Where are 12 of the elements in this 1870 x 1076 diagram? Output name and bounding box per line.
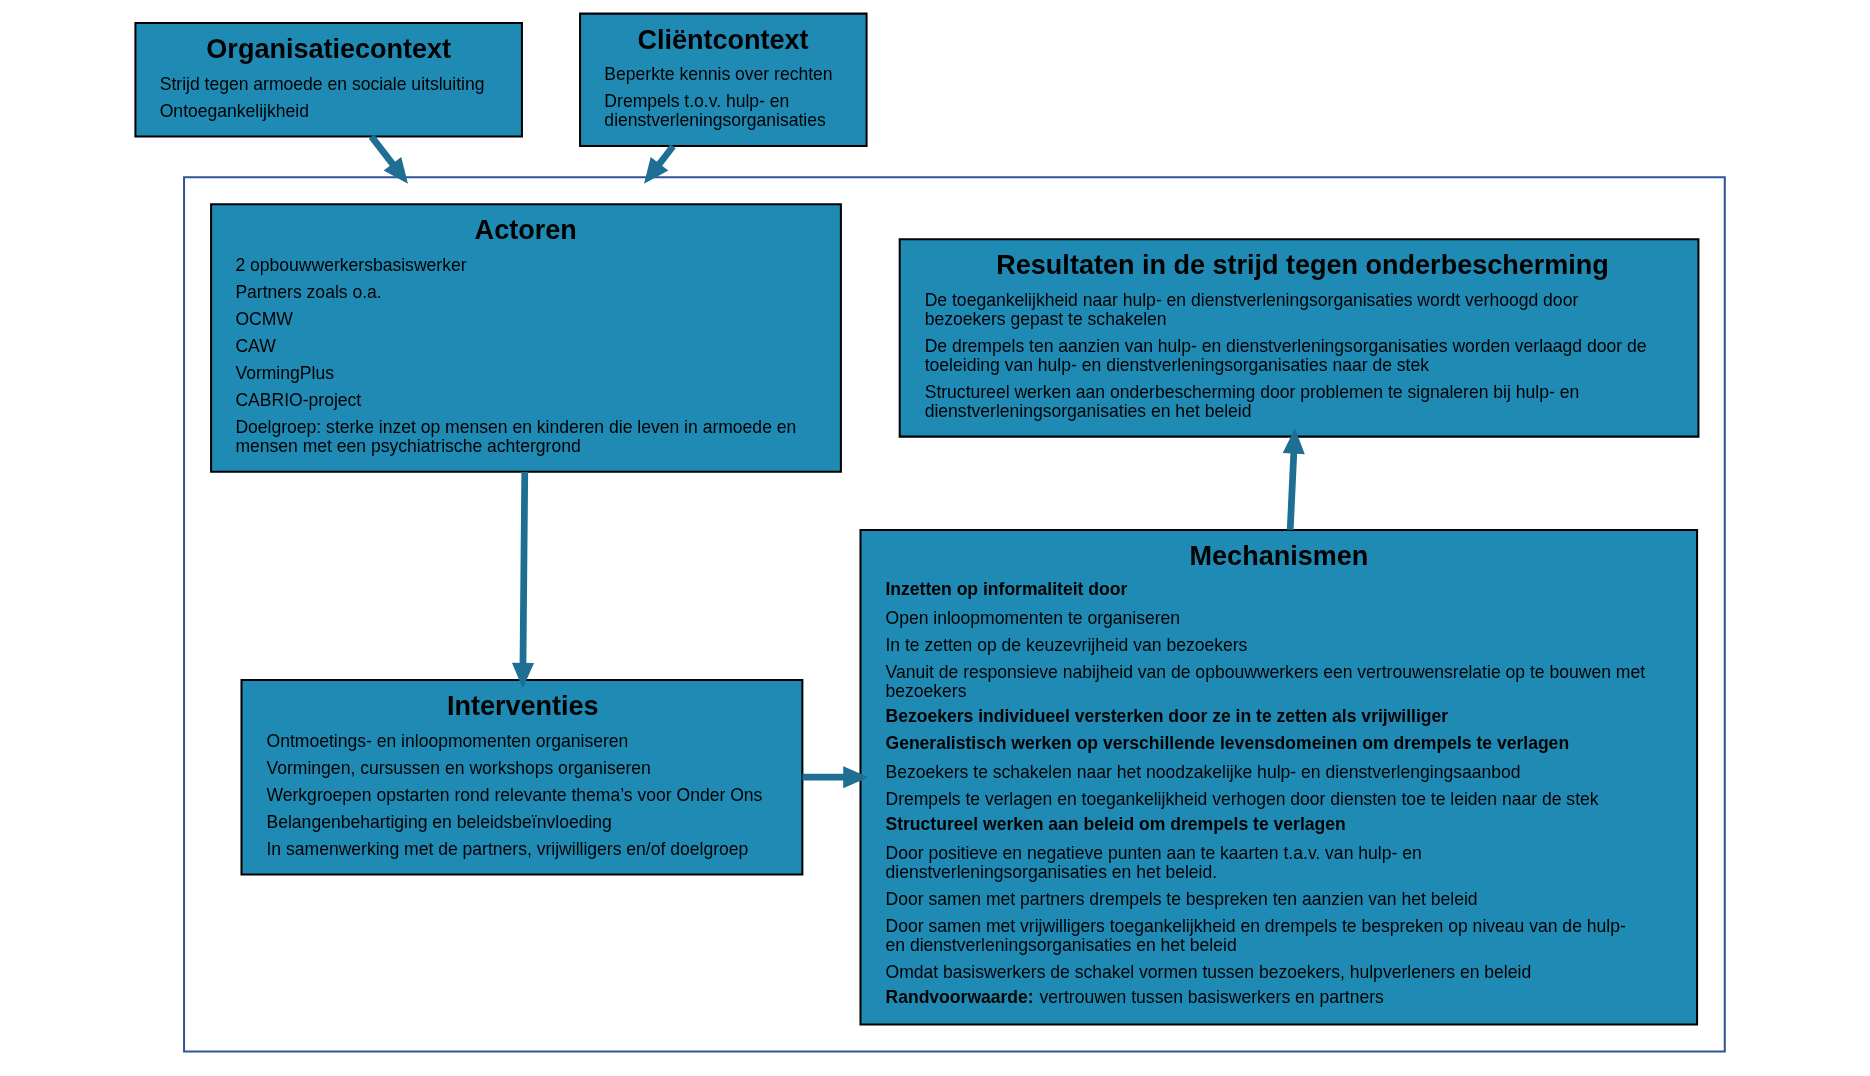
cluster — [182, 176, 1726, 1053]
arrow — [801, 766, 869, 789]
node-box: Organisatiecontext Strijd tegen armoede en sociale uitsluiting Ontoegankelijkheid — [133, 22, 523, 138]
node-box: Mechanismen Inzetten op informaliteit door Open inloopmomenten te organiseren In te zetten op de keuzevrijheid van bezoekers Vanuit de responsieve nabijheid van de opbouwwerkers een vertrouwensrelatie op te bouwen met bezoekers Bezoekers individueel versterken door ze in te zetten als vrijwilliger Generalistisch werken op verschillende levensdomeinen om drempels te verlagen Bezoekers te schakelen naar het noodzakelijke hulp- en dienstverlengingsaanbod Drempels te verlagen en toegankelijkheid verhogen door diensten toe te leiden naar de stek Structureel werken aan beleid om drempels te verlagen Door positieve en negatieve punten aan te kaarten t.a.v. van hulp- en dienstverleningsorganisaties en het beleid. Door samen met partners drempels te bespreken ten aanzien van het beleid Door samen met vrijwilligers toegankelijkheid en drempels te bespreken op niveau van de hulp- en dienstverleningsorganisaties en het beleid Omdat basiswerkers de schakel vormen tussen bezoekers, hulpverleners en beleid Randvoorwaarde: vertrouwen tussen basiswerkers en partners — [858, 528, 1698, 1026]
arrow — [368, 134, 408, 184]
node-box: Actoren 2 opbouwwerkersbasiswerker Partners zoals o.a. OCMW CAW VormingPlus CABRIO-project Doelgroep: sterke inzet op mensen en kinderen die leven in armoede en mensen met een psychiatrische achtergrond — [209, 203, 842, 473]
node-box: Resultaten in de strijd tegen onderbescherming De toegankelijkheid naar hulp- en dienstverleningsorganisaties wordt verhoogd door bezoekers gepast te schakelen De drempels ten aanzien van hulp- en dienstverleningsorganisaties worden verlaagd door de toeleiding van hulp- en dienstverleningsorganisaties naar de stek Structureel werken aan onderbescherming door problemen te signaleren bij hulp- en dienstverleningsorganisaties en het beleid — [898, 238, 1699, 438]
arrow — [643, 144, 676, 184]
arrow — [511, 472, 534, 689]
node-box: Interventies Ontmoetings- en inloopmomenten organiseren Vormingen, cursussen en workshops organiseren Werkgroepen opstarten rond relevante thema’s voor Onder Ons Belangenbehartiging en beleidsbeïnvloeding In samenwerking met de partners, vrijwilligers en/of doelgroep — [240, 678, 803, 876]
node-box: Cliëntcontext Beperkte kennis over rechten Drempels t.o.v. hulp- en dienstverleningsorganisaties — [578, 12, 868, 148]
arrow — [1282, 428, 1305, 531]
